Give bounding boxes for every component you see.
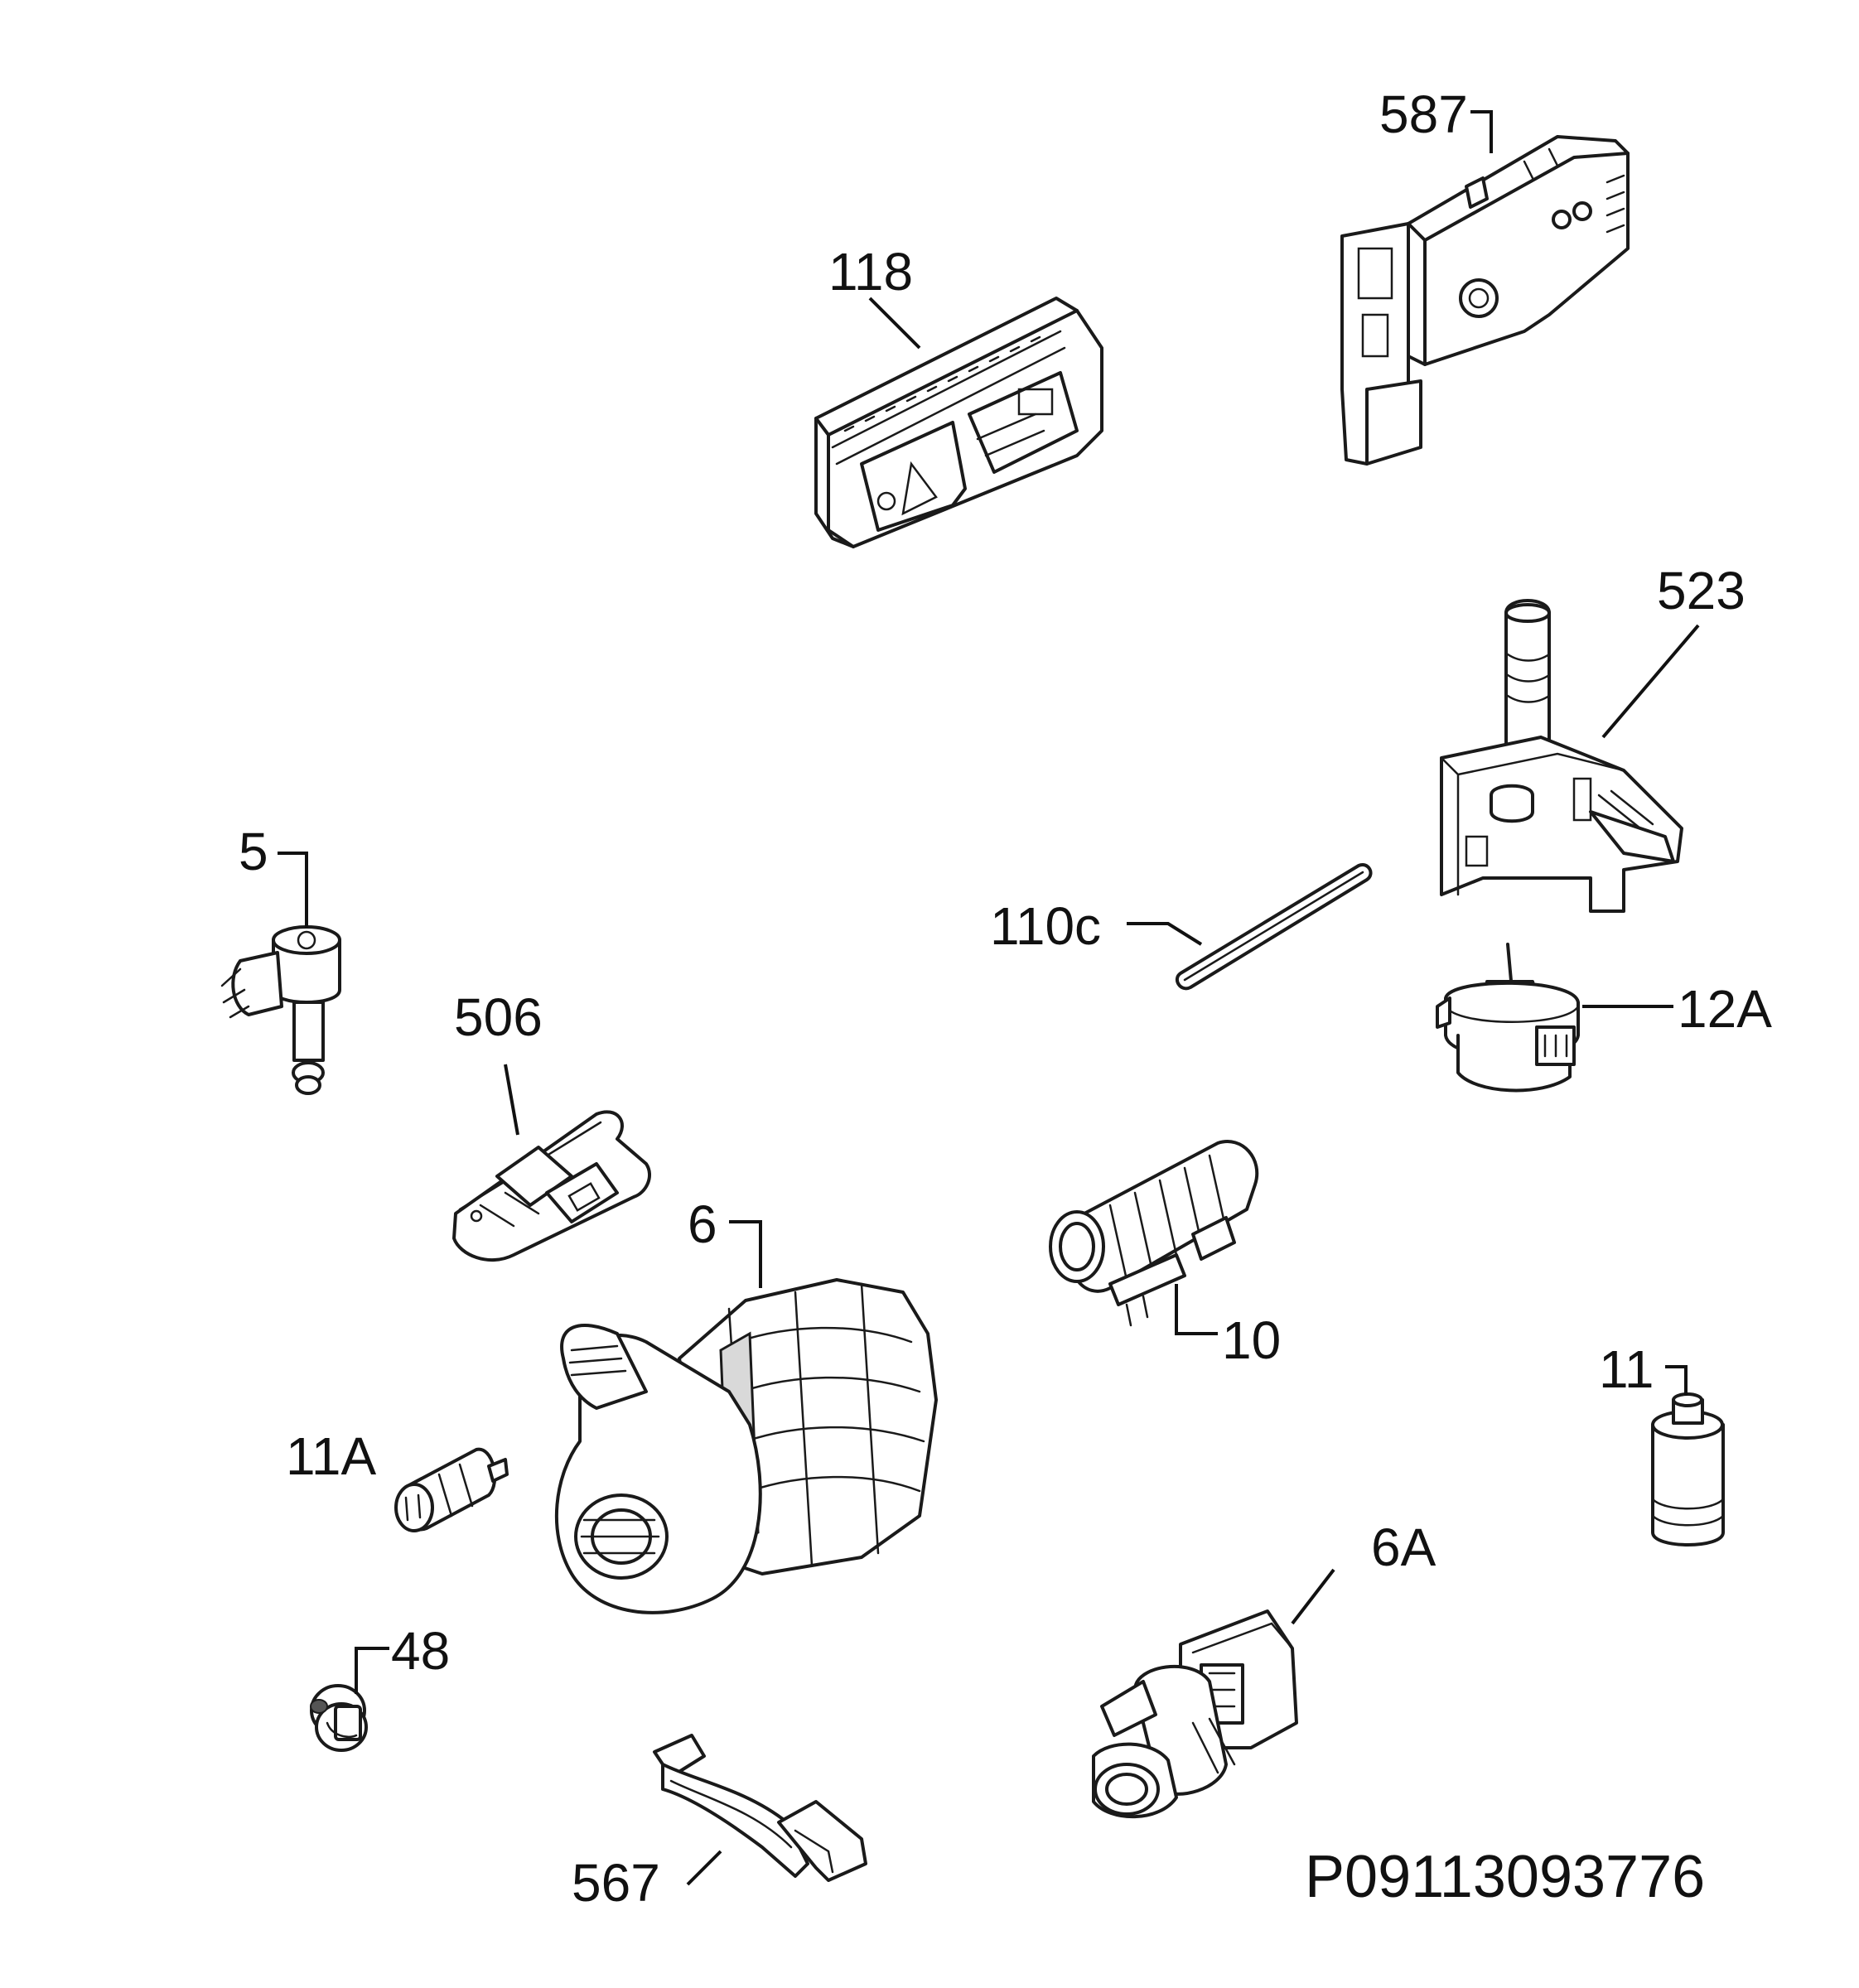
label-587: 587 [1379,84,1468,144]
leader-5 [278,852,308,928]
leader-587 [1470,110,1493,153]
leader-10 [1175,1284,1218,1335]
part-12A-pressure-switch-icon [1436,943,1580,1093]
leader-523 [1601,624,1700,739]
leader-6 [729,1220,762,1288]
part-118-electronic-board-icon [814,297,1103,548]
leader-506 [504,1064,519,1136]
label-48: 48 [391,1621,450,1681]
leader-118 [868,297,921,350]
part-506-bracket-icon [452,1110,651,1262]
leader-48 [355,1647,389,1694]
part-48-sensor-icon [310,1684,368,1752]
part-523-pressure-chamber-icon [1440,599,1683,913]
label-110c: 110c [990,896,1101,956]
part-10-heater-icon [1049,1140,1259,1327]
part-567-cable-clamp-icon [653,1734,867,1882]
part-6-circulation-pump-icon [554,1278,938,1614]
label-6: 6 [688,1194,717,1254]
label-11A: 11A [286,1426,376,1486]
leader-11 [1665,1365,1688,1396]
label-5: 5 [239,822,268,881]
part-5-inlet-valve-icon [220,925,341,1095]
label-118: 118 [828,242,913,302]
label-10: 10 [1222,1310,1281,1370]
label-523: 523 [1657,561,1746,620]
leader-6A [1291,1568,1335,1625]
part-587-control-module-icon [1340,135,1630,466]
leader-567 [686,1850,722,1886]
leader-110c [1127,922,1203,946]
label-12A: 12A [1678,979,1772,1039]
label-6A: 6A [1371,1518,1436,1577]
part-6A-drain-pump-icon [1092,1609,1298,1819]
label-506: 506 [454,987,543,1047]
label-567: 567 [572,1853,660,1913]
part-11A-capacitor-small-icon [394,1447,509,1532]
document-id: P09113093776 [1305,1844,1705,1910]
part-110c-hose-icon [1175,863,1373,991]
part-11-capacitor-icon [1651,1392,1725,1546]
label-11: 11 [1599,1339,1654,1399]
